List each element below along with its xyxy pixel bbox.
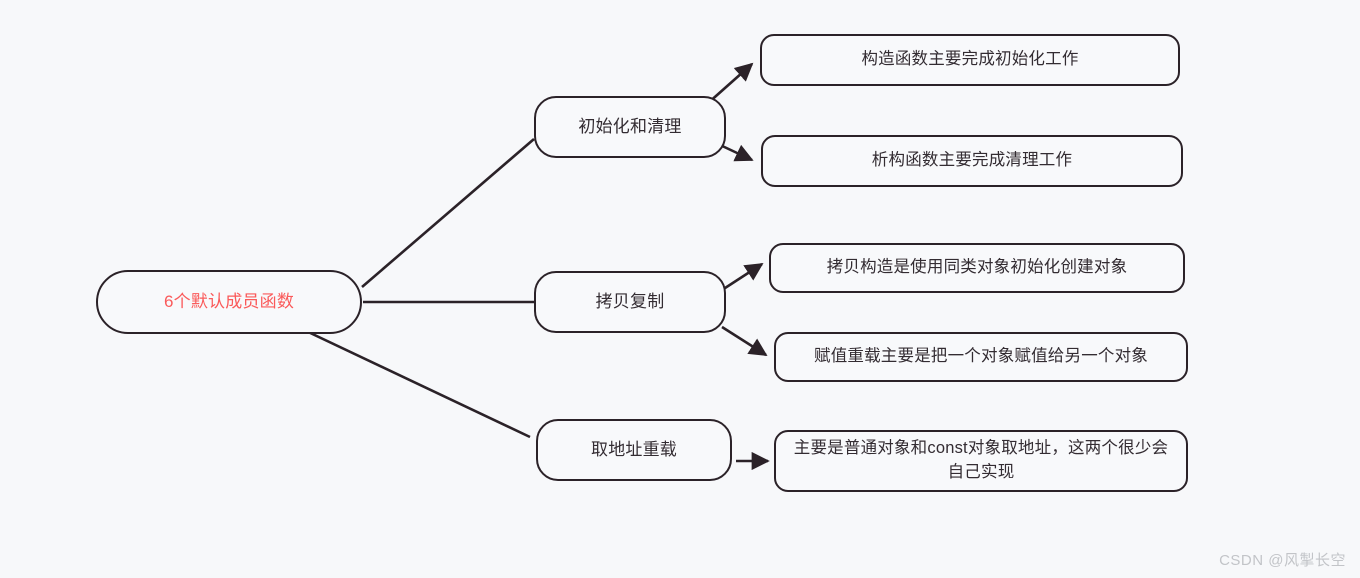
node-leaf-address-detail-label: 主要是普通对象和const对象取地址，这两个很少会自己实现 bbox=[793, 439, 1169, 481]
node-root-label: 6个默认成员函数 bbox=[163, 291, 295, 311]
node-branch-address-overload-label: 取地址重载 bbox=[591, 439, 677, 459]
edge-root-to-init bbox=[361, 138, 535, 288]
node-leaf-copy-construct-label: 拷贝构造是使用同类对象初始化创建对象 bbox=[826, 258, 1128, 277]
node-branch-copy[interactable]: 拷贝复制 bbox=[534, 271, 726, 333]
node-branch-copy-label: 拷贝复制 bbox=[595, 291, 665, 311]
node-leaf-assignment-overload[interactable]: 赋值重载主要是把一个对象赋值给另一个对象 bbox=[774, 332, 1188, 382]
node-leaf-address-detail[interactable]: 主要是普通对象和const对象取地址，这两个很少会自己实现 bbox=[774, 430, 1188, 492]
node-branch-initialization[interactable]: 初始化和清理 bbox=[534, 96, 726, 158]
node-leaf-destructor-cleanup[interactable]: 析构函数主要完成清理工作 bbox=[761, 135, 1183, 187]
edge-root-to-addr bbox=[303, 328, 531, 439]
node-leaf-assignment-overload-label: 赋值重载主要是把一个对象赋值给另一个对象 bbox=[814, 347, 1148, 366]
node-leaf-destructor-cleanup-label: 析构函数主要完成清理工作 bbox=[871, 151, 1073, 170]
node-branch-initialization-label: 初始化和清理 bbox=[578, 116, 682, 136]
watermark: CSDN @风掣长空 bbox=[1219, 552, 1346, 569]
node-leaf-copy-construct[interactable]: 拷贝构造是使用同类对象初始化创建对象 bbox=[769, 243, 1185, 293]
edge-copy-to-leaf2 bbox=[721, 325, 768, 357]
edge-copy-to-leaf1 bbox=[721, 262, 764, 292]
node-root[interactable]: 6个默认成员函数 bbox=[96, 270, 362, 334]
node-leaf-constructor-init[interactable]: 构造函数主要完成初始化工作 bbox=[760, 34, 1180, 86]
node-branch-address-overload[interactable]: 取地址重载 bbox=[536, 419, 732, 481]
node-leaf-constructor-init-label: 构造函数主要完成初始化工作 bbox=[861, 50, 1079, 69]
